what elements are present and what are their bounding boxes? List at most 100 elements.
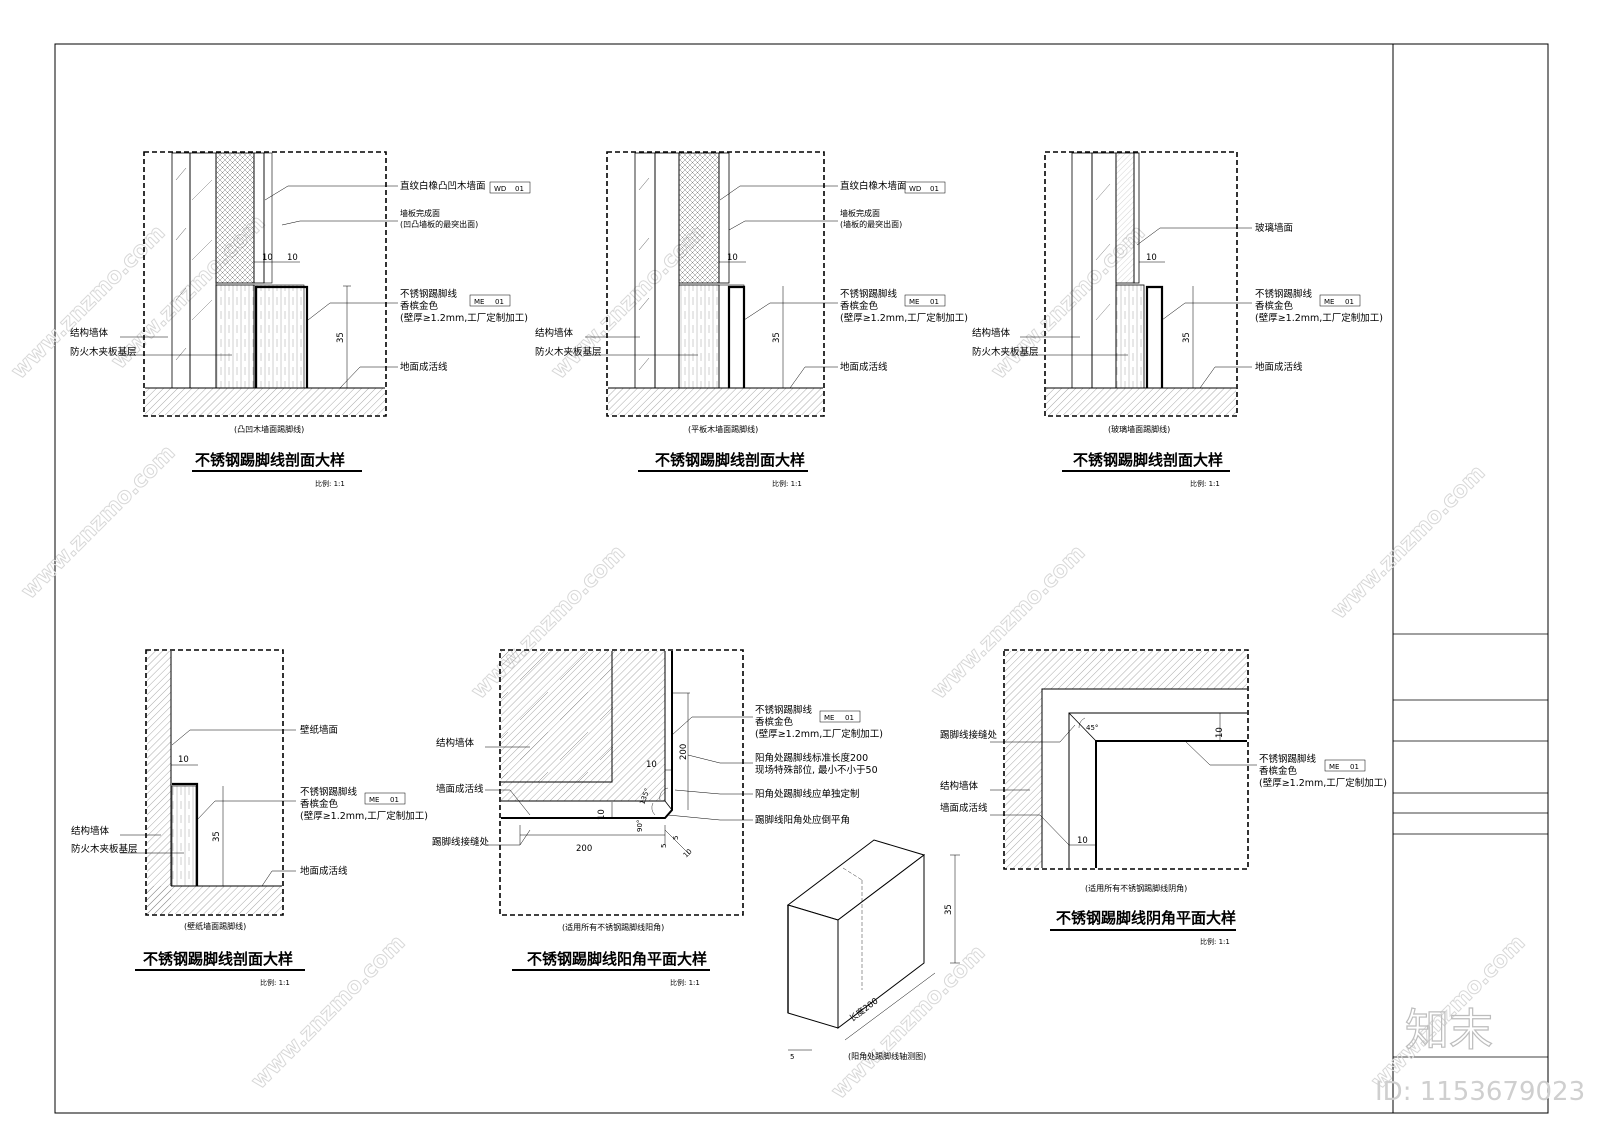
label-wallline: 墙面成活线 [940,802,988,814]
detail-2-section [606,151,825,417]
tag-number: 01 [1350,763,1359,771]
label-color: 香槟金色 [840,300,879,312]
label-wall: 结构墙体 [535,327,574,339]
label-ply: 防火木夹板基层 [972,346,1039,358]
label-skirt: 不锈钢踢脚线 [300,786,358,798]
sheet-frame [54,43,1549,1114]
detail-4-section [145,649,284,916]
label-spec: (壁厚≥1.2mm,工厂定制加工) [1259,777,1387,789]
dim-10: 10 [646,760,657,770]
tag-code: WD [909,185,921,193]
watermark-text: www.znzmo.com [7,220,171,384]
tag-number: 01 [390,796,399,804]
detail-scale: 比例: 1:1 [315,479,345,488]
tag-box [1324,759,1366,772]
label-ply: 防火木夹板基层 [70,346,137,358]
tag-code: ME [824,714,834,722]
label-glass: 玻璃墙面 [1255,222,1293,234]
label-spec: (壁厚≥1.2mm,工厂定制加工) [840,312,968,324]
tag-code: ME [909,298,919,306]
dim-10: 10 [682,847,694,859]
detail-2-leaders [585,185,838,389]
tag-number: 01 [845,714,854,722]
detail-title: 不锈钢踢脚线剖面大样 [655,451,805,469]
detail-caption: (凸凹木墙面踢脚线) [234,424,304,434]
label-chamfer: 踢脚线阳角处应倒平角 [755,814,850,826]
dim-10: 10 [287,253,298,263]
dim-10: 10 [1215,727,1225,738]
label-wallline: 墙面成活线 [436,783,484,795]
detail-7-leaders [990,724,1257,846]
detail-caption: (平板木墙面踢脚线) [688,424,758,434]
label-color: 香槟金色 [1259,765,1298,777]
label-board: 墙板完成面 [400,208,440,218]
detail-scale: 比例: 1:1 [772,479,802,488]
label-skirt: 不锈钢踢脚线 [840,288,898,300]
tag-box [904,181,946,194]
dim-200-horizontal: 200 [576,844,592,854]
tag-number: 01 [515,185,524,193]
detail-scale: 比例: 1:1 [260,978,290,987]
watermark-text: www.znzmo.com [17,440,181,604]
label-ply: 防火木夹板基层 [535,346,602,358]
dim-10: 10 [597,809,607,820]
dim-10: 10 [1146,253,1157,263]
detail-caption: (适用所有不锈钢踢脚线阳角) [562,922,664,932]
tag-box [489,181,531,194]
label-spec: (壁厚≥1.2mm,工厂定制加工) [1255,312,1383,324]
label-board: 墙板完成面 [840,208,880,218]
dim-35: 35 [1182,332,1192,343]
detail-scale: 比例: 1:1 [1200,937,1230,946]
label-floor: 地面成活线 [400,361,448,373]
label-wall: 结构墙体 [436,737,475,749]
tag-box [469,294,511,307]
tag-number: 01 [930,298,939,306]
detail-5-plan [499,649,744,916]
detail-3-section [1044,151,1238,417]
tag-box [1319,294,1361,307]
dim-35: 35 [212,831,222,842]
tag-number: 01 [930,185,939,193]
detail-caption: (适用所有不锈钢踢脚线阴角) [1085,883,1187,893]
dim-35: 35 [772,332,782,343]
watermark-text: www.znzmo.com [1327,460,1491,624]
detail-scale: 比例: 1:1 [670,978,700,987]
label-floor: 地面成活线 [1255,361,1303,373]
tag-box [819,710,861,723]
label-skirt: 不锈钢踢脚线 [400,288,458,300]
label-skirt: 不锈钢踢脚线 [1255,288,1313,300]
label-board-note: (凹凸墙板的最突出面) [400,219,478,229]
detail-title: 不锈钢踢脚线剖面大样 [1073,451,1223,469]
label-wall: 结构墙体 [972,327,1011,339]
label-skirt: 不锈钢踢脚线 [755,704,813,716]
tag-number: 01 [495,298,504,306]
label-color: 香槟金色 [755,716,794,728]
detail-caption: (阳角处踢脚线轴测图) [848,1051,926,1061]
tag-code: ME [1324,298,1334,306]
label-spec: (壁厚≥1.2mm,工厂定制加工) [400,312,528,324]
detail-title: 不锈钢踢脚线剖面大样 [143,950,293,968]
tag-code: ME [1329,763,1339,771]
tag-box [364,792,406,805]
label-color: 香槟金色 [300,798,339,810]
detail-3-leaders [1020,227,1252,389]
label-color: 香槟金色 [400,300,439,312]
label-length: 阳角处踢脚线标准长度200 [755,752,868,764]
label-wall: 结构墙体 [70,327,109,339]
label-ply: 防火木夹板基层 [71,843,138,855]
dim-10: 10 [727,253,738,263]
label-finish: 直纹白橡木墙面 [840,180,907,192]
detail-title: 不锈钢踢脚线剖面大样 [195,451,345,469]
detail-6-axonometric [786,839,960,1051]
label-length-note: 现场特殊部位, 最小不小于50 [755,764,878,776]
tag-number: 01 [1345,298,1354,306]
label-paper: 壁纸墙面 [300,724,338,736]
dim-10: 10 [178,755,189,765]
tag-code: WD [494,185,506,193]
label-floor: 地面成活线 [840,361,888,373]
dim-10: 10 [1077,836,1088,846]
dim-5: 5 [790,1053,794,1061]
label-spec: (壁厚≥1.2mm,工厂定制加工) [755,728,883,740]
id-watermark: ID: 1153679023 [1375,1077,1585,1107]
